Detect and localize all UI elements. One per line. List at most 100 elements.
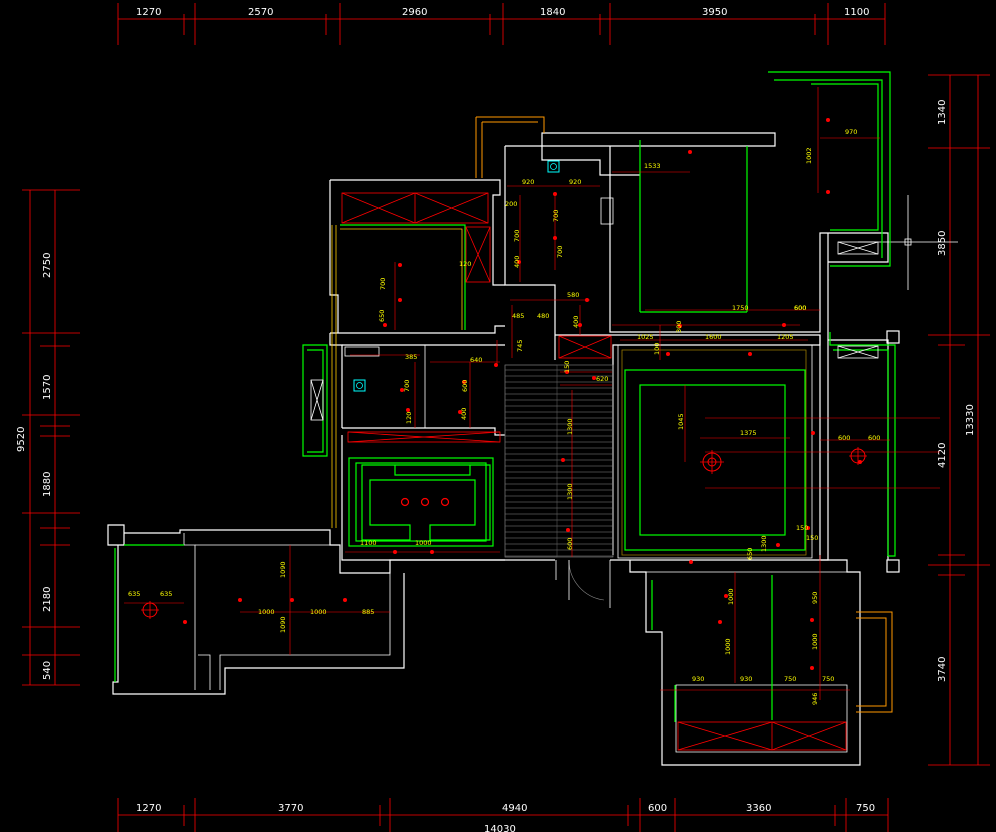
light-dot xyxy=(517,260,521,264)
dimension-label: 635 xyxy=(128,590,140,598)
dimension-label: 930 xyxy=(692,675,704,683)
dimension-label: 150 xyxy=(806,534,818,542)
dimension-label: 1090 xyxy=(279,561,287,578)
dimension-label: 1025 xyxy=(637,333,654,341)
dimension-label: 700 xyxy=(513,230,521,242)
light-dot xyxy=(782,323,786,327)
dim-top-1: 1270 xyxy=(136,7,161,18)
dimension-label: 620 xyxy=(596,375,608,383)
dimension-label: 750 xyxy=(822,675,834,683)
dimension-label: 1100 xyxy=(360,539,377,547)
light-dot xyxy=(238,598,242,602)
dim-top-4: 1840 xyxy=(540,7,565,18)
dimension-chain-right: 1340 3850 4120 3740 13330 xyxy=(928,74,990,766)
dimension-label: 1000 xyxy=(258,608,275,616)
light-dot xyxy=(566,528,570,532)
dimension-label: 1205 xyxy=(777,333,794,341)
dimension-label: 600 xyxy=(794,304,806,312)
dim-bottom-4: 600 xyxy=(648,803,667,814)
dim-left-1: 2750 xyxy=(42,253,53,278)
dim-right-total: 13330 xyxy=(965,404,976,436)
dim-left-total: 9520 xyxy=(16,427,27,452)
interior-dimension-lines xyxy=(124,87,940,700)
dimension-label: 970 xyxy=(845,128,857,136)
dimension-label: 1002 xyxy=(805,147,813,164)
light-dot xyxy=(343,598,347,602)
dimension-label: 480 xyxy=(537,312,549,320)
dim-top-6: 1100 xyxy=(844,7,869,18)
light-dot xyxy=(458,410,462,414)
dimension-label: 1300 xyxy=(566,418,574,435)
light-dot xyxy=(678,324,682,328)
walls xyxy=(107,132,900,766)
dimension-label: 640 xyxy=(470,356,482,364)
dimension-label: 1045 xyxy=(677,413,685,430)
dimension-label: 580 xyxy=(567,291,579,299)
dimension-label: 1000 xyxy=(811,633,819,650)
dimension-label: 600 xyxy=(794,304,806,312)
dimension-label: 750 xyxy=(784,675,796,683)
dim-bottom-1: 1270 xyxy=(136,803,161,814)
dimension-label: 485 xyxy=(512,312,524,320)
dimension-label: 650 xyxy=(378,310,386,322)
dimension-label: 635 xyxy=(160,590,172,598)
dim-right-2: 3850 xyxy=(937,231,948,256)
light-dot xyxy=(578,323,582,327)
dimension-label: 1090 xyxy=(279,616,287,633)
dimension-label: 1600 xyxy=(705,333,722,341)
dimension-label: 930 xyxy=(740,675,752,683)
staircase xyxy=(504,364,614,558)
dimension-label: 120 xyxy=(405,412,413,424)
light-dot xyxy=(553,192,557,196)
dimension-label: 1300 xyxy=(566,483,574,500)
dim-bottom-2: 3770 xyxy=(278,803,303,814)
light-dot xyxy=(183,620,187,624)
light-dot xyxy=(748,352,752,356)
dimension-label: 885 xyxy=(362,608,374,616)
light-dot xyxy=(776,543,780,547)
dimension-label: 1375 xyxy=(740,429,757,437)
dim-left-2: 1570 xyxy=(42,375,53,400)
dim-bottom-5: 3360 xyxy=(746,803,771,814)
dim-right-3: 4120 xyxy=(937,443,948,468)
dimension-label: 950 xyxy=(811,592,819,604)
dimension-label: 1000 xyxy=(727,588,735,605)
light-dot xyxy=(585,298,589,302)
light-dot xyxy=(400,388,404,392)
light-dot xyxy=(561,458,565,462)
dimension-label: 600 xyxy=(461,380,469,392)
dim-top-3: 2960 xyxy=(402,7,427,18)
dim-bottom-total: 14030 xyxy=(484,824,516,832)
dimension-label: 1000 xyxy=(415,539,432,547)
dimension-label: 150 xyxy=(796,524,808,532)
light-dot xyxy=(724,594,728,598)
dim-top-5: 3950 xyxy=(702,7,727,18)
dimension-chain-bottom: 1270 3770 4940 600 3360 750 14030 xyxy=(117,798,889,832)
dim-left-5: 540 xyxy=(42,661,53,680)
dim-right-1: 1340 xyxy=(937,100,948,125)
dimension-label: 700 xyxy=(556,246,564,258)
crossed-boxes xyxy=(310,192,879,751)
light-dot xyxy=(290,598,294,602)
dimension-label: 920 xyxy=(522,178,534,186)
dimension-label: 1000 xyxy=(310,608,327,616)
dimension-label: 700 xyxy=(379,278,387,290)
dim-top-2: 2570 xyxy=(248,7,273,18)
light-dot xyxy=(826,118,830,122)
green-outlines xyxy=(114,71,896,722)
dimension-label: 920 xyxy=(569,178,581,186)
dim-bottom-6: 750 xyxy=(856,803,875,814)
cyan-fixture-icon xyxy=(353,160,560,392)
dimension-label: 600 xyxy=(566,538,574,550)
light-dot xyxy=(383,323,387,327)
dimension-label: 946 xyxy=(811,693,819,705)
dimension-chain-top: 1270 2570 2960 1840 3950 1100 xyxy=(117,3,886,45)
light-dot xyxy=(494,363,498,367)
dimension-label: 700 xyxy=(403,380,411,392)
dimension-label: 1300 xyxy=(760,535,768,552)
light-dot xyxy=(810,666,814,670)
dimension-label: 400 xyxy=(572,316,580,328)
light-dot xyxy=(826,190,830,194)
